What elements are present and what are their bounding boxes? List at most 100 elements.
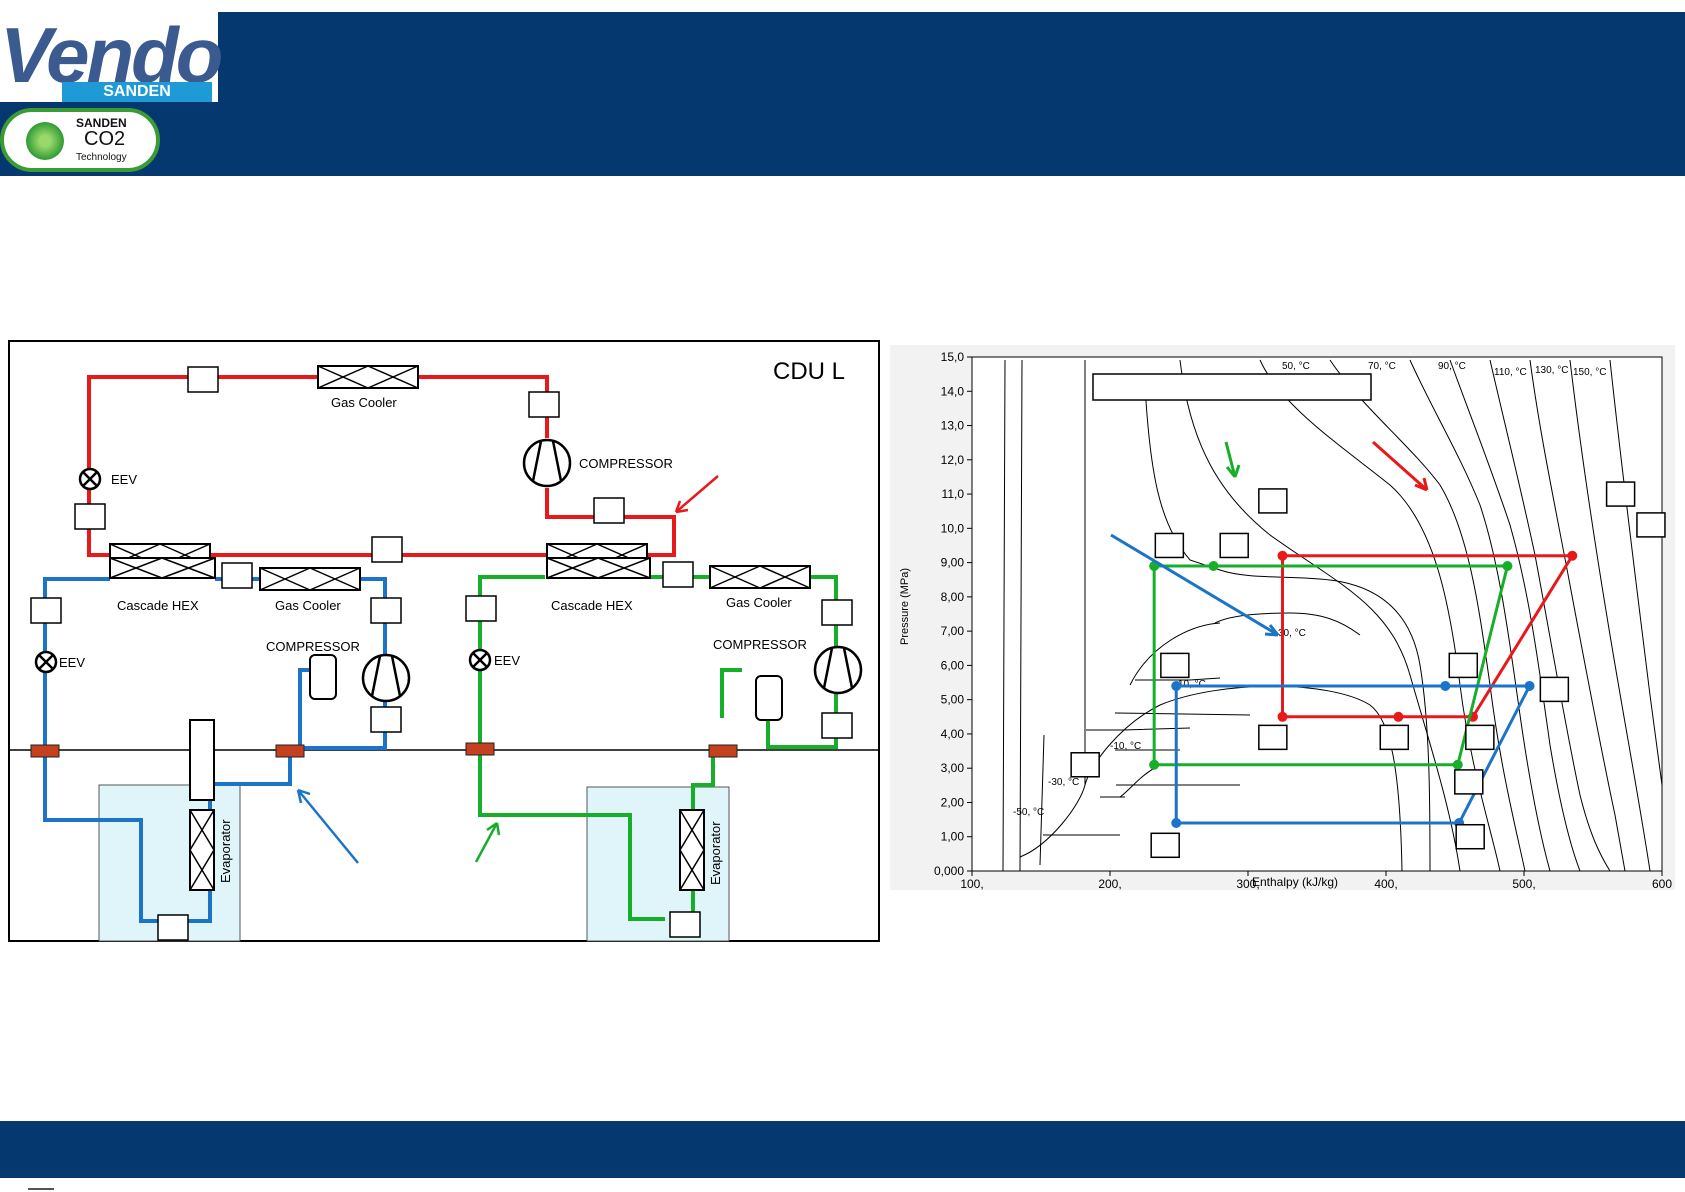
isotherm-label: 130, °C bbox=[1535, 365, 1568, 376]
cascade-hex-left-lower bbox=[109, 557, 216, 579]
cycle-line bbox=[1174, 684, 1532, 825]
logo-sub: SANDEN bbox=[62, 82, 212, 102]
evaporator-right-label: Evaporator bbox=[708, 821, 723, 885]
footer-bar bbox=[0, 1121, 1685, 1178]
cycle-point bbox=[1440, 680, 1451, 691]
isotherm-label: -30, °C bbox=[1048, 777, 1079, 788]
badge-title: CO2 bbox=[84, 128, 126, 150]
cycle-point bbox=[1452, 759, 1463, 770]
isotherm-curve bbox=[1144, 384, 1431, 872]
evaporator-left bbox=[189, 809, 215, 891]
eev-left-label: EEV bbox=[59, 655, 85, 670]
valve-3 bbox=[465, 742, 495, 756]
compressor-top-label: COMPRESSOR bbox=[579, 456, 673, 471]
cycle-point bbox=[1171, 818, 1182, 829]
state-point-box bbox=[1605, 481, 1636, 507]
evaporator-right bbox=[679, 809, 705, 891]
registered-mark: ® bbox=[207, 40, 214, 50]
compressor-left-label: COMPRESSOR bbox=[266, 639, 360, 654]
badge-sub: Technology bbox=[76, 152, 127, 163]
co2-technology-badge: SANDEN CO2 Technology bbox=[0, 108, 160, 172]
compressor-right-icon bbox=[813, 645, 863, 695]
y-tick-label: 3,00 bbox=[941, 761, 965, 775]
isotherm-curve bbox=[1569, 359, 1651, 872]
x-tick-label: 400, bbox=[1374, 877, 1397, 890]
y-tick-label: 14,0 bbox=[941, 384, 965, 398]
isotherm-label: 30, °C bbox=[1278, 628, 1306, 639]
compressor-left-icon bbox=[361, 653, 411, 703]
y-tick-label: 12,0 bbox=[941, 453, 965, 467]
y-tick-label: 0,000 bbox=[934, 864, 964, 878]
y-tick-label: 7,00 bbox=[941, 624, 965, 638]
diagram-title: CDU L bbox=[773, 358, 845, 385]
isotherm-curve bbox=[1019, 359, 1023, 872]
cycle-diagram: Gas Cooler COMPRESSOR EEV Cascade HEX Ga… bbox=[8, 340, 880, 942]
isotherm-curve bbox=[1409, 359, 1551, 872]
evaporator-left-label: Evaporator bbox=[218, 819, 233, 883]
cycle-point bbox=[1277, 711, 1288, 722]
y-tick-label: 15,0 bbox=[941, 350, 965, 364]
isotherm-curve bbox=[1129, 622, 1221, 686]
evaporator-box-right bbox=[586, 786, 730, 942]
eev-top-icon bbox=[78, 467, 102, 491]
gas-cooler-left bbox=[259, 567, 361, 591]
x-tick-label: 600 bbox=[1652, 877, 1672, 890]
isotherm-curve bbox=[1329, 359, 1526, 872]
state-point-box bbox=[1379, 724, 1410, 751]
y-tick-label: 13,0 bbox=[941, 419, 965, 433]
isotherm-curve bbox=[1214, 612, 1361, 636]
isotherm-curve bbox=[1086, 727, 1191, 731]
isotherm-label: 50, °C bbox=[1282, 361, 1310, 372]
isotherm-curve bbox=[1529, 359, 1626, 872]
footer-line bbox=[28, 1188, 54, 1190]
cycle-point bbox=[1502, 561, 1513, 572]
gas-cooler-top-label: Gas Cooler bbox=[331, 395, 397, 410]
co2-dots-icon bbox=[26, 122, 64, 160]
isotherm-curve bbox=[1002, 359, 1006, 872]
state-point-box bbox=[1455, 823, 1485, 850]
isotherm-lines bbox=[1002, 359, 1663, 872]
cascade-hex-right-lower bbox=[546, 557, 651, 579]
cycle-point bbox=[1171, 680, 1182, 691]
gas-cooler-left-label: Gas Cooler bbox=[275, 598, 341, 613]
state-point-box bbox=[1154, 532, 1185, 559]
x-axis: 100,200,300,400,500,600 bbox=[960, 871, 1672, 890]
cycle-point bbox=[1393, 711, 1404, 722]
y-tick-label: 2,00 bbox=[941, 795, 965, 809]
evaporator-left-coil bbox=[189, 719, 215, 801]
valve-2 bbox=[275, 744, 305, 758]
isotherm-curve bbox=[1179, 359, 1461, 872]
state-point-box bbox=[1636, 512, 1666, 538]
state-point-box bbox=[1448, 652, 1479, 679]
eev-top-label: EEV bbox=[111, 472, 137, 487]
isotherm-curve bbox=[1114, 712, 1251, 716]
eev-right-label: EEV bbox=[494, 653, 520, 668]
cycle-point bbox=[1277, 550, 1288, 561]
x-tick-label: 300, bbox=[1236, 877, 1259, 890]
chart-state-boxes bbox=[1070, 481, 1666, 859]
isotherm-label: 70, °C bbox=[1368, 361, 1396, 372]
cascade-hex-right-label: Cascade HEX bbox=[551, 598, 633, 613]
cycle-point bbox=[1208, 561, 1219, 572]
valve-4 bbox=[708, 744, 738, 758]
y-tick-label: 8,00 bbox=[941, 590, 965, 604]
x-tick-label: 200, bbox=[1098, 877, 1121, 890]
isotherm-label: 150, °C bbox=[1573, 367, 1606, 378]
y-axis-label: Pressure (MPa) bbox=[899, 568, 911, 645]
state-point-box bbox=[1160, 652, 1190, 679]
state-point-box bbox=[1539, 676, 1570, 703]
state-point-box bbox=[1070, 752, 1100, 778]
cycle-series bbox=[1149, 550, 1578, 829]
state-point-boxes bbox=[30, 366, 853, 941]
valve-1 bbox=[30, 744, 60, 758]
cycle-point bbox=[1524, 680, 1535, 691]
receiver-left bbox=[309, 654, 337, 700]
cascade-hex-left-label: Cascade HEX bbox=[117, 598, 199, 613]
y-tick-label: 11,0 bbox=[942, 487, 965, 501]
state-point-box bbox=[1219, 532, 1249, 559]
state-point-box bbox=[1454, 769, 1484, 795]
compressor-top-icon bbox=[522, 438, 572, 488]
chart-arrows bbox=[1110, 440, 1429, 637]
isotherm-curve bbox=[1019, 784, 1086, 858]
